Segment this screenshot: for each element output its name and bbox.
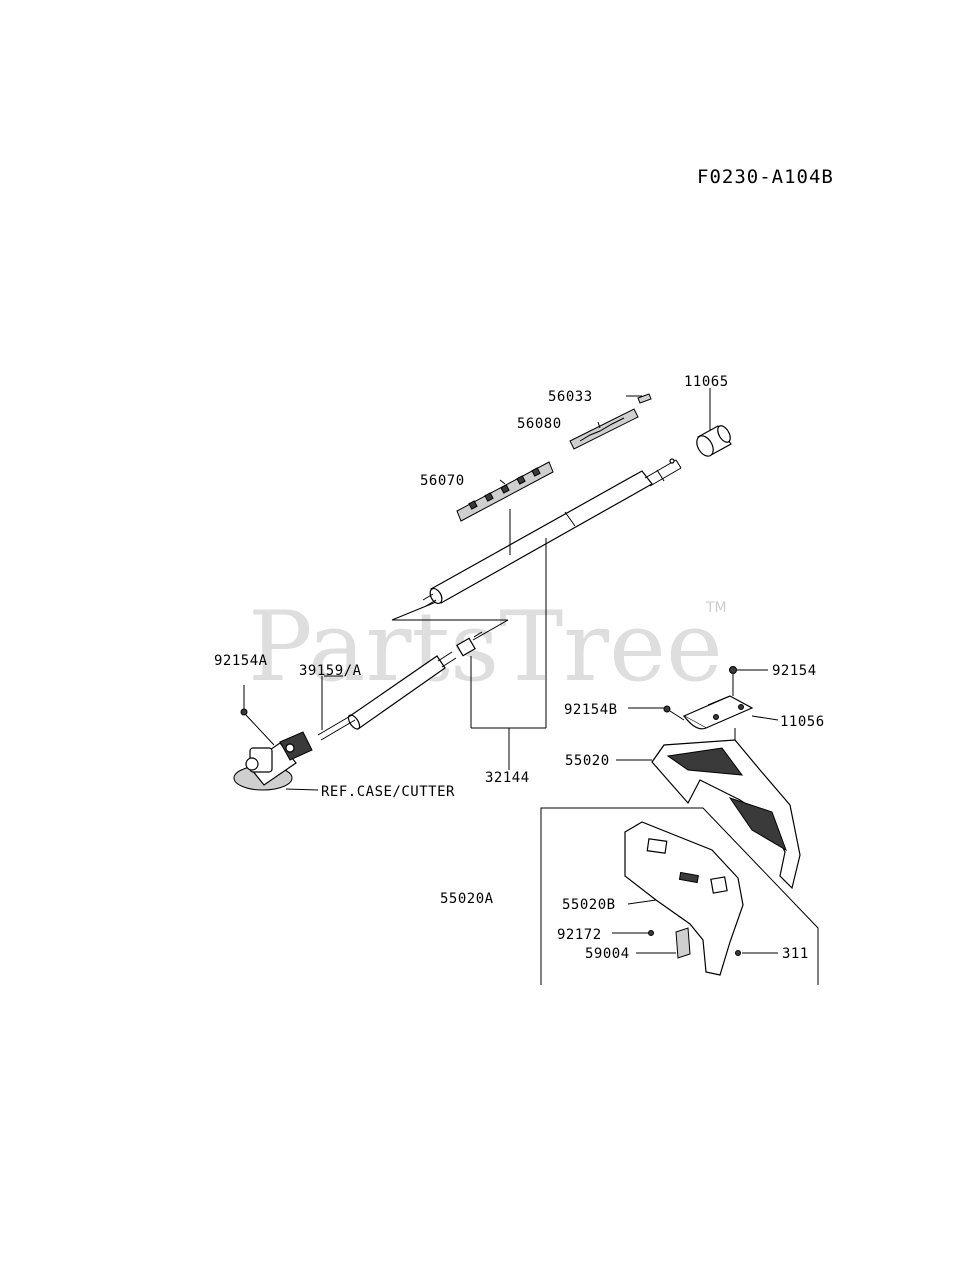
label-311: 311 xyxy=(782,946,809,962)
diagram-code: F0230-A104B xyxy=(697,166,834,188)
label-56080: 56080 xyxy=(517,416,562,432)
plate-59004[interactable] xyxy=(675,927,691,959)
label-39159A: 39159/A xyxy=(299,663,362,679)
label-ref-case-cutter: REF.CASE/CUTTER xyxy=(321,784,455,800)
label-92154B: 92154B xyxy=(564,702,618,718)
label-92172: 92172 xyxy=(557,927,602,943)
label-55020A: 55020A xyxy=(440,891,494,907)
bolt-92154[interactable] xyxy=(729,666,737,697)
gear-case[interactable] xyxy=(233,731,313,791)
label-55020: 55020 xyxy=(565,753,610,769)
label-59004: 59004 xyxy=(585,946,630,962)
trademark-mark: TM xyxy=(705,600,727,616)
bracket-11056[interactable] xyxy=(682,695,754,730)
label-part-56033[interactable] xyxy=(637,393,652,404)
decal-56070[interactable] xyxy=(456,461,554,522)
decal-56080[interactable] xyxy=(569,408,639,450)
label-32144: 32144 xyxy=(485,770,530,786)
label-56070: 56070 xyxy=(420,473,465,489)
guard-55020[interactable] xyxy=(651,728,801,890)
drive-shaft-39159A[interactable] xyxy=(317,651,457,741)
bushing-32144[interactable] xyxy=(456,631,483,657)
label-11065: 11065 xyxy=(684,374,729,390)
watermark: PartsTree xyxy=(248,591,723,703)
bolt-92154A[interactable] xyxy=(240,685,275,746)
label-55020B: 55020B xyxy=(562,897,616,913)
bolt-92154B[interactable] xyxy=(663,705,685,721)
label-56033: 56033 xyxy=(548,389,593,405)
label-92154A: 92154A xyxy=(214,653,268,669)
screw-92172[interactable] xyxy=(648,930,654,936)
box-55020A xyxy=(540,807,819,985)
screw-311[interactable] xyxy=(735,950,741,956)
grip-11065[interactable] xyxy=(669,424,733,464)
leader-lines xyxy=(285,388,779,954)
label-11056: 11056 xyxy=(780,714,825,730)
label-92154: 92154 xyxy=(772,663,817,679)
